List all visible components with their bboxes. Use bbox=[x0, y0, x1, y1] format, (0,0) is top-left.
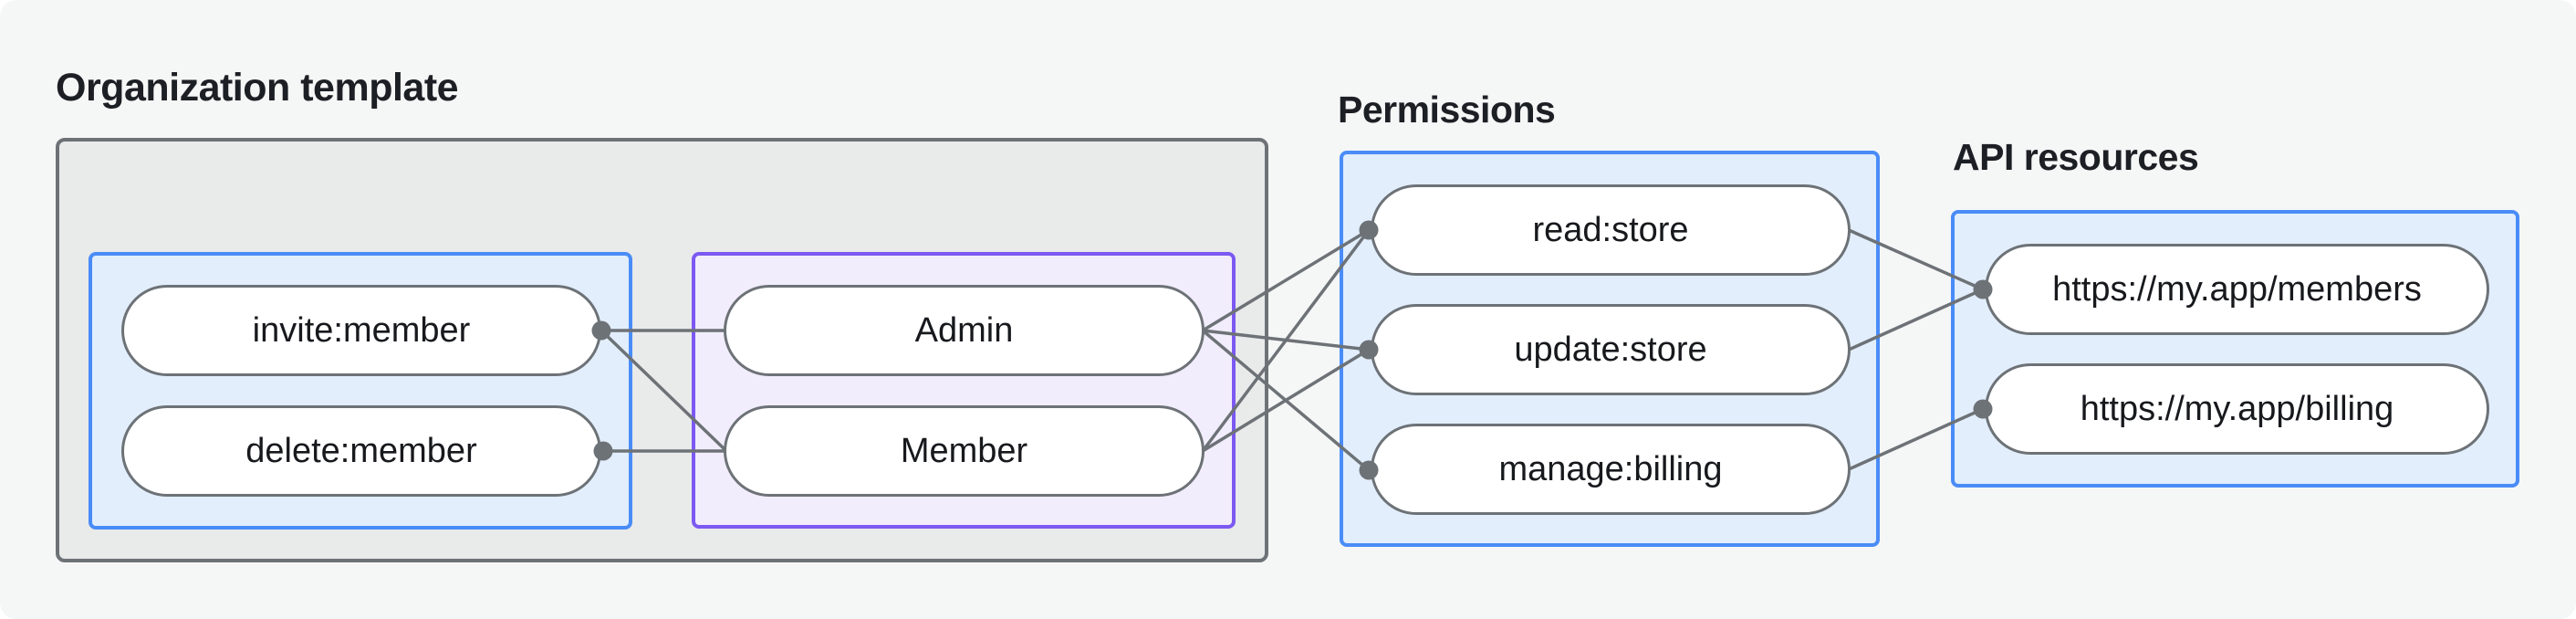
permissions-label: Permissions bbox=[1338, 89, 1556, 131]
node-admin: Admin bbox=[724, 285, 1205, 376]
node-delete-member: delete:member bbox=[121, 405, 601, 497]
node-api-members: https://my.app/members bbox=[1985, 244, 2489, 335]
node-api-billing: https://my.app/billing bbox=[1985, 363, 2489, 455]
org-roles-box: Admin Member bbox=[692, 252, 1236, 529]
diagram-title: Organization template bbox=[56, 66, 459, 110]
api-resources-label: API resources bbox=[1953, 136, 2199, 178]
org-permissions-box: invite:member delete:member bbox=[89, 252, 632, 530]
node-invite-member: invite:member bbox=[121, 285, 601, 376]
node-member: Member bbox=[724, 405, 1205, 497]
api-resources-box: https://my.app/members https://my.app/bi… bbox=[1951, 210, 2519, 488]
node-update-store: update:store bbox=[1371, 304, 1851, 395]
node-read-store: read:store bbox=[1371, 184, 1851, 276]
node-manage-billing: manage:billing bbox=[1371, 424, 1851, 515]
permissions-box: read:store update:store manage:billing bbox=[1340, 151, 1880, 547]
